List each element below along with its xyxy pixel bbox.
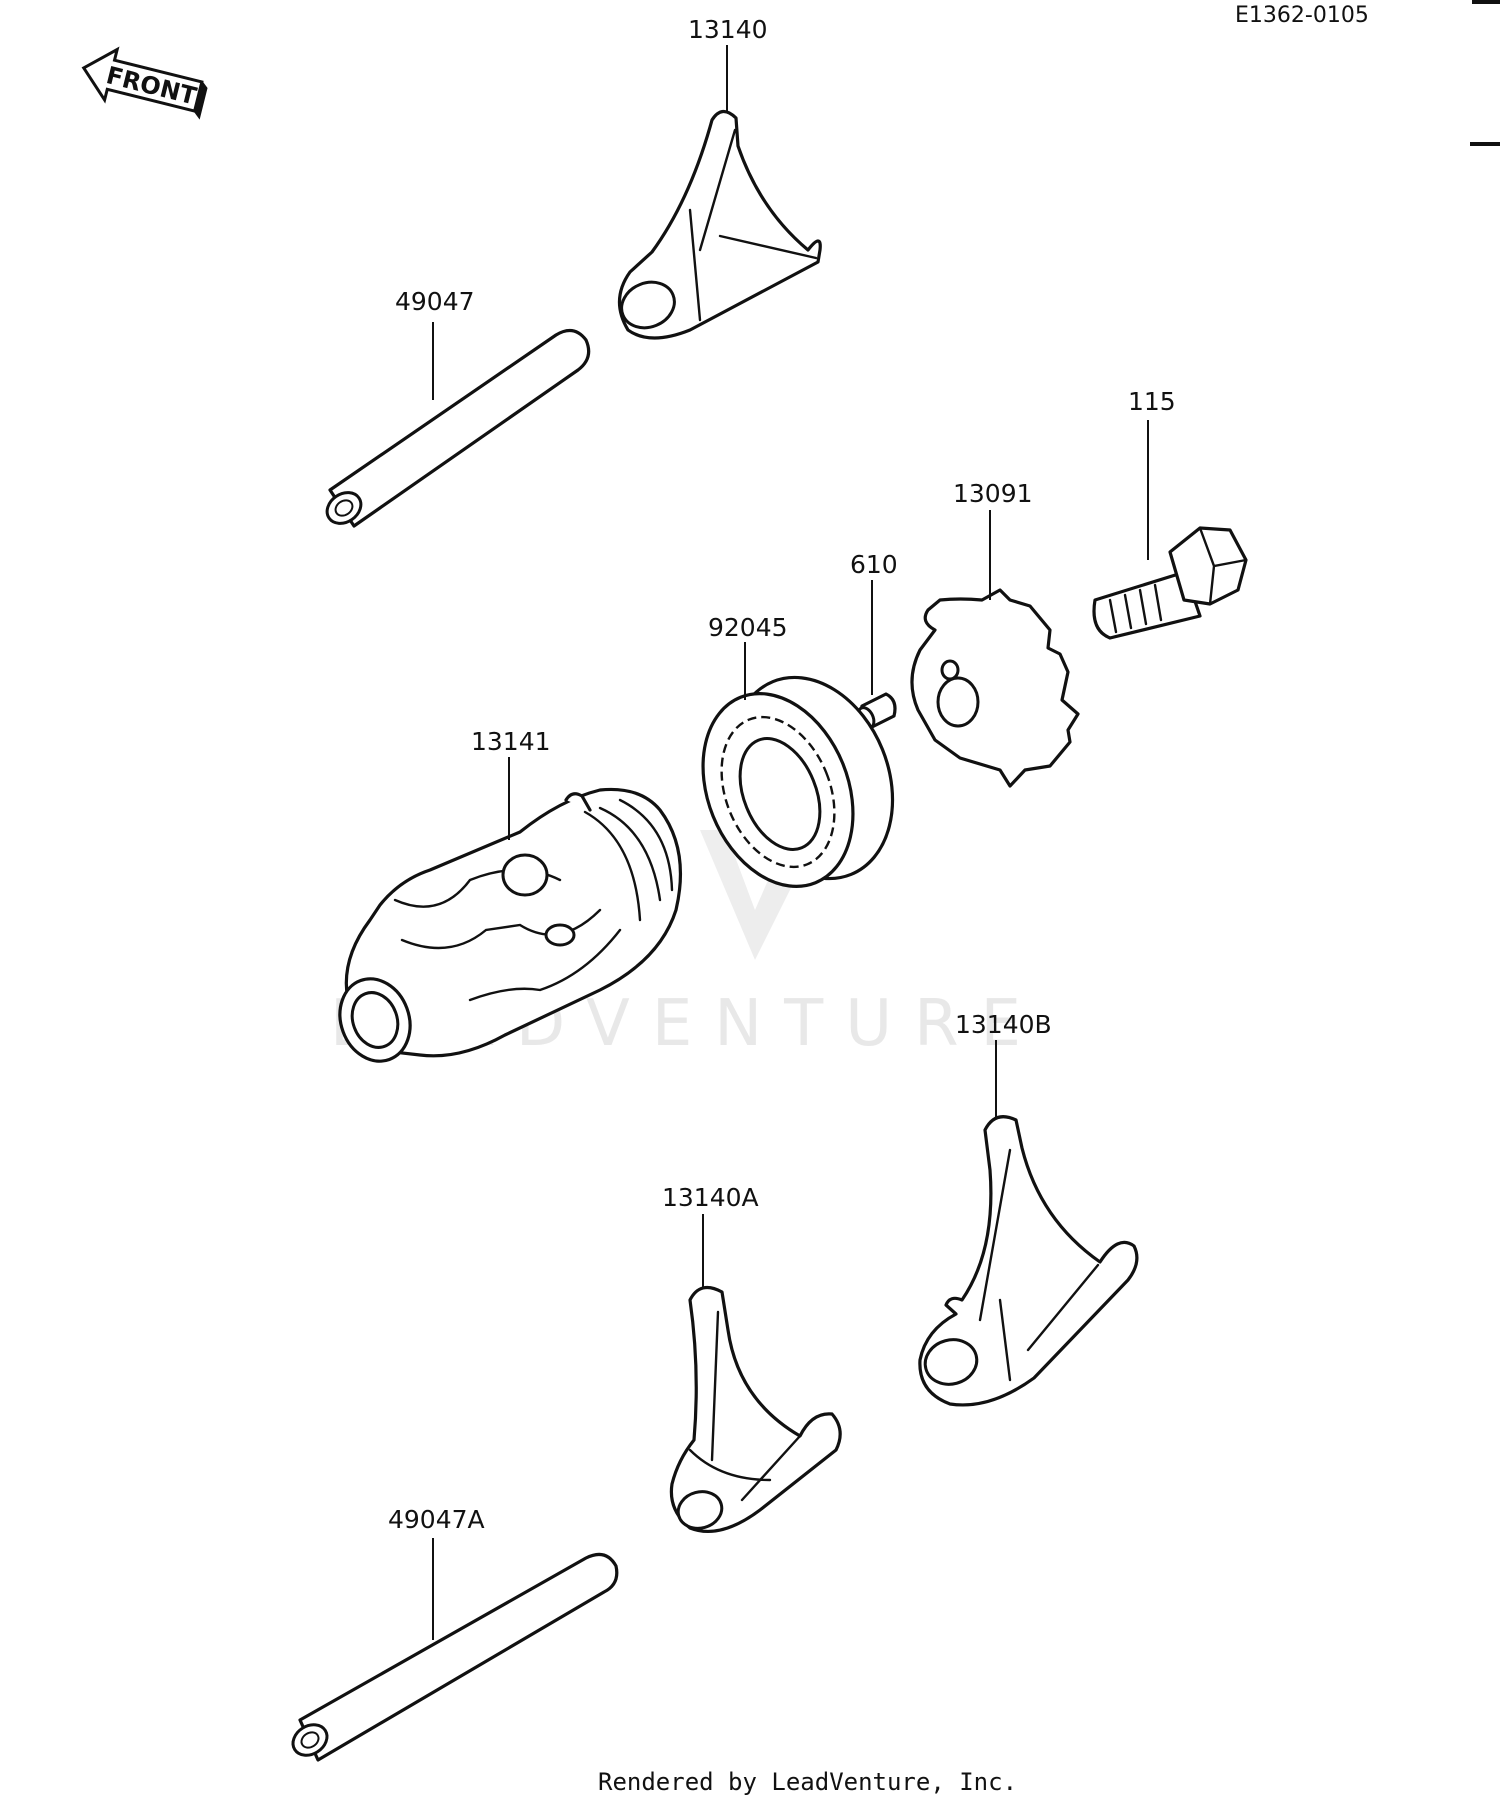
callout-bolt: 115 (1128, 387, 1176, 416)
fork-b-body (918, 1115, 1139, 1407)
front-arrow: FRONT (81, 46, 208, 120)
part-shift-fork-b (918, 1115, 1139, 1407)
bearing-inner (738, 737, 822, 851)
callout-bearing: 92045 (708, 613, 788, 642)
fork-top-detail (688, 128, 818, 322)
rod-top-body (328, 328, 591, 528)
drum-shaft-bore (350, 991, 400, 1049)
callout-drum: 13141 (471, 727, 551, 756)
drum-cam-ridges (583, 798, 674, 922)
part-bolt (1092, 526, 1248, 640)
fork-b-bore (923, 1338, 979, 1386)
drum-body (344, 787, 682, 1058)
part-ball-bearing (701, 675, 895, 888)
callout-fork-b: 13140B (955, 1010, 1052, 1039)
part-shift-fork-top (617, 109, 822, 340)
bolt-thread (1108, 583, 1163, 634)
part-shift-drum (338, 787, 682, 1063)
callout-rod-bottom: 49047A (388, 1505, 485, 1534)
callout-pin: 610 (850, 550, 898, 579)
rod-top-bore (334, 499, 354, 517)
drum-groove-3 (468, 928, 622, 1002)
part-shift-rod-bottom (291, 1552, 619, 1762)
gear-center-hole (936, 676, 980, 728)
fork-a-detail (688, 1310, 802, 1502)
fork-b-detail (978, 1148, 1100, 1382)
drum-slot-1 (501, 853, 549, 897)
fork-a-body (669, 1285, 842, 1533)
callout-rod-top: 49047 (395, 287, 475, 316)
fork-top-bore (620, 280, 676, 330)
footer-credit: Rendered by LeadVenture, Inc. (598, 1768, 1017, 1796)
gear-pin-hole (940, 659, 960, 681)
front-arrow-shadow (193, 81, 208, 120)
bolt-head (1168, 526, 1248, 606)
callout-fork-top: 13140 (688, 15, 768, 44)
diagram-code: E1362-0105 (1235, 3, 1369, 28)
drum-slot-2 (544, 923, 576, 947)
fork-a-bore (676, 1490, 724, 1530)
callout-gear: 13091 (953, 479, 1033, 508)
rod-bottom-body (298, 1552, 619, 1762)
part-shift-fork-a (669, 1285, 842, 1533)
bolt-head-edge (1198, 526, 1248, 606)
callout-fork-a: 13140A (662, 1183, 759, 1212)
fork-top-body (617, 109, 822, 340)
drum-groove-2 (400, 908, 602, 950)
gear-body (910, 588, 1080, 788)
rod-bottom-bore (300, 1731, 320, 1749)
drum-cam-tab (564, 792, 592, 812)
part-shift-rod-top (325, 328, 591, 528)
bolt-shank (1092, 570, 1202, 640)
part-star-gear (910, 588, 1080, 788)
